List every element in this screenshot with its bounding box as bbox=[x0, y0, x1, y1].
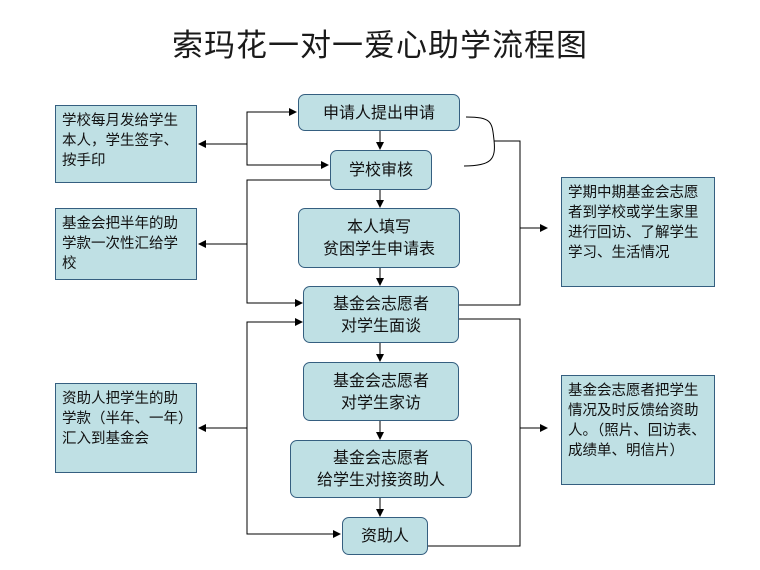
loop-right-lower bbox=[459, 318, 548, 432]
school-review-box: 学校审核 bbox=[330, 150, 432, 190]
sponsor-box: 资助人 bbox=[342, 517, 428, 555]
loop-to-review bbox=[246, 142, 329, 169]
note-feedback: 基金会志愿者把学生情况及时反馈给资助人。（照片、回访表、成绩单、明信片） bbox=[561, 375, 715, 485]
apply-box: 申请人提出申请 bbox=[298, 94, 460, 131]
home-visit-box: 基金会志愿者 对学生家访 bbox=[303, 362, 459, 421]
match-sponsor-box: 基金会志愿者 给学生对接资助人 bbox=[290, 440, 472, 498]
loop-review-to-interview bbox=[246, 179, 330, 307]
loop-right-sponsor bbox=[428, 428, 521, 547]
note-sponsor-remit: 资助人把学生的助学款（半年、一年）汇入到基金会 bbox=[55, 383, 197, 473]
page-title: 索玛花一对一爱心助学流程图 bbox=[172, 28, 588, 64]
note-monthly-payout: 学校每月发给学生本人，学生签字、按手印 bbox=[55, 105, 197, 183]
loop-to-apply bbox=[246, 108, 297, 165]
note-half-year-transfer: 基金会把半年的助学款一次性汇给学校 bbox=[55, 208, 197, 280]
fill-form-box: 本人填写 贫困学生申请表 bbox=[298, 208, 460, 268]
loop-right-upper bbox=[459, 228, 521, 306]
loop-to-interview-lower bbox=[246, 318, 303, 427]
brace-right bbox=[463, 116, 495, 167]
note-mid-term-visit: 学期中期基金会志愿者到学校或学生家里进行回访、了解学生学习、生活情况 bbox=[561, 177, 715, 287]
interview-box: 基金会志愿者 对学生面谈 bbox=[303, 286, 459, 343]
brace-to-mid-term bbox=[494, 140, 548, 232]
loop-to-sponsor bbox=[246, 427, 341, 538]
